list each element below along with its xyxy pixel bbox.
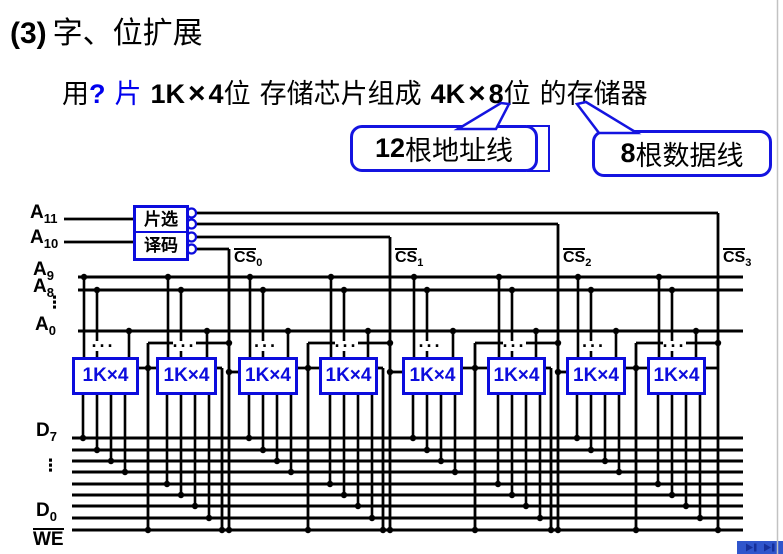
chip-address-ellipsis: ··· — [254, 336, 278, 356]
next-arrow-icon — [746, 543, 753, 552]
memory-chip-6: 1K×4 — [487, 357, 546, 395]
title-text: 字、位扩展 — [52, 17, 203, 50]
subtitle-pian: 片 — [114, 79, 142, 109]
label-d0: D0 — [36, 500, 57, 524]
subtitle-middle: 存储芯片组成 — [259, 79, 422, 109]
multiply-sign: × — [188, 77, 206, 110]
subtitle-1k: 1K — [150, 79, 186, 109]
label-we: WE — [33, 528, 64, 550]
callout-data-num: 8 — [620, 138, 636, 168]
decoder-label-line2: 译码 — [144, 236, 178, 255]
memory-chip-4: 1K×4 — [319, 357, 378, 395]
next-bar-icon — [754, 543, 757, 552]
chip-address-ellipsis: ··· — [582, 336, 606, 356]
chip-address-ellipsis: ··· — [418, 336, 443, 356]
label-a10: A10 — [30, 227, 59, 251]
label-a0: A0 — [35, 314, 56, 338]
chip-address-ellipsis: ··· — [662, 336, 687, 356]
label-cs1: CS1 — [394, 248, 425, 269]
decoder-label-line1: 片选 — [136, 208, 186, 233]
last-arrow-icon — [764, 543, 771, 552]
chip-address-ellipsis: ··· — [172, 336, 197, 356]
last-bar-icon — [772, 543, 775, 552]
memory-chip-8: 1K×4 — [647, 357, 706, 395]
subtitle-use: 用 — [62, 79, 89, 109]
callout-address-text: 根地址线 — [405, 136, 514, 166]
label-cs0: CS0 — [233, 248, 264, 269]
label-a8: A8 — [33, 276, 54, 300]
subtitle-8: 8 — [488, 79, 504, 109]
memory-chip-7: 1K×4 — [566, 357, 626, 395]
label-d7: D7 — [36, 420, 57, 444]
chip-address-ellipsis: ··· — [502, 336, 527, 356]
chip-address-ellipsis: ··· — [91, 336, 116, 356]
memory-chip-2: 1K×4 — [156, 357, 217, 395]
subtitle-question-mark: ? — [89, 79, 106, 109]
memory-chip-1: 1K×4 — [72, 357, 139, 395]
subtitle-4: 4 — [208, 79, 224, 109]
label-cs2: CS2 — [562, 248, 593, 269]
title-number: (3) — [10, 17, 47, 50]
subtitle-wei1: 位 — [223, 79, 251, 109]
label-a11: A11 — [30, 202, 58, 226]
chip-select-decoder: 片选 译码 — [133, 205, 189, 261]
chip-address-ellipsis: ··· — [334, 336, 359, 356]
memory-chip-3: 1K×4 — [238, 357, 298, 395]
callout-data-text: 根数据线 — [635, 141, 744, 171]
memory-chip-5: 1K×4 — [402, 357, 463, 395]
next-slide-button[interactable] — [737, 541, 783, 554]
page-title: (3)字、位扩展 — [10, 8, 203, 52]
callout-address-num: 12 — [374, 133, 406, 163]
label-a9: A9 — [33, 259, 54, 283]
label-cs3: CS3 — [722, 248, 753, 269]
